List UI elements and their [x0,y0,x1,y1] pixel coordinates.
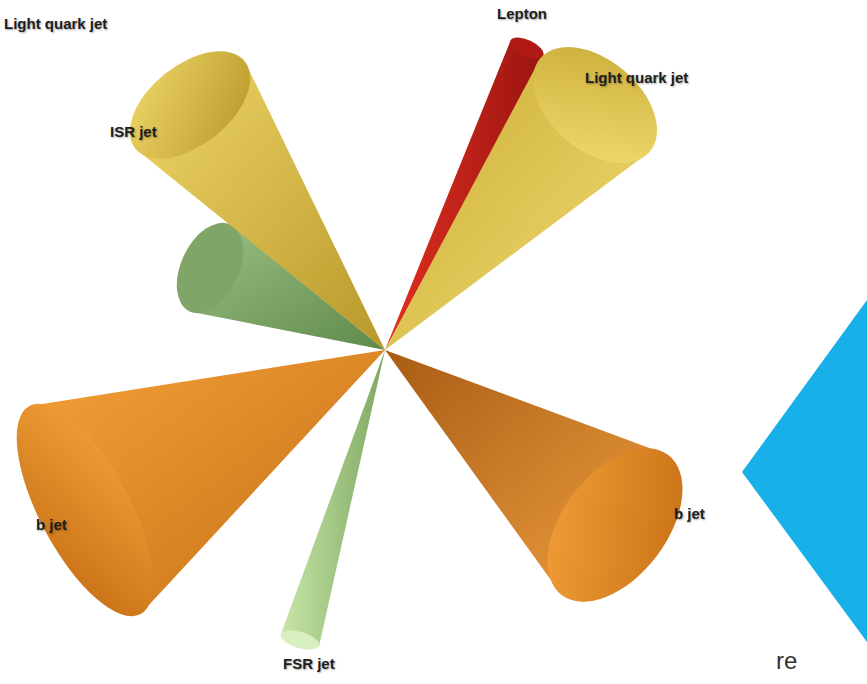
jet-label: FSR jet [283,656,335,673]
fragment-text: re [776,648,797,674]
jet-label: Light quark jet [585,70,688,87]
jet-label: Lepton [497,6,547,23]
fsr-jet-cone [279,350,385,653]
cyan-diamond [742,300,867,642]
jet-label: Light quark jet [4,16,107,33]
b-jet-cone [385,350,710,627]
jet-label: ISR jet [110,124,157,141]
jet-label: b jet [36,517,67,534]
light-quark-jet-cone [110,30,385,350]
jet-label: b jet [674,506,705,523]
